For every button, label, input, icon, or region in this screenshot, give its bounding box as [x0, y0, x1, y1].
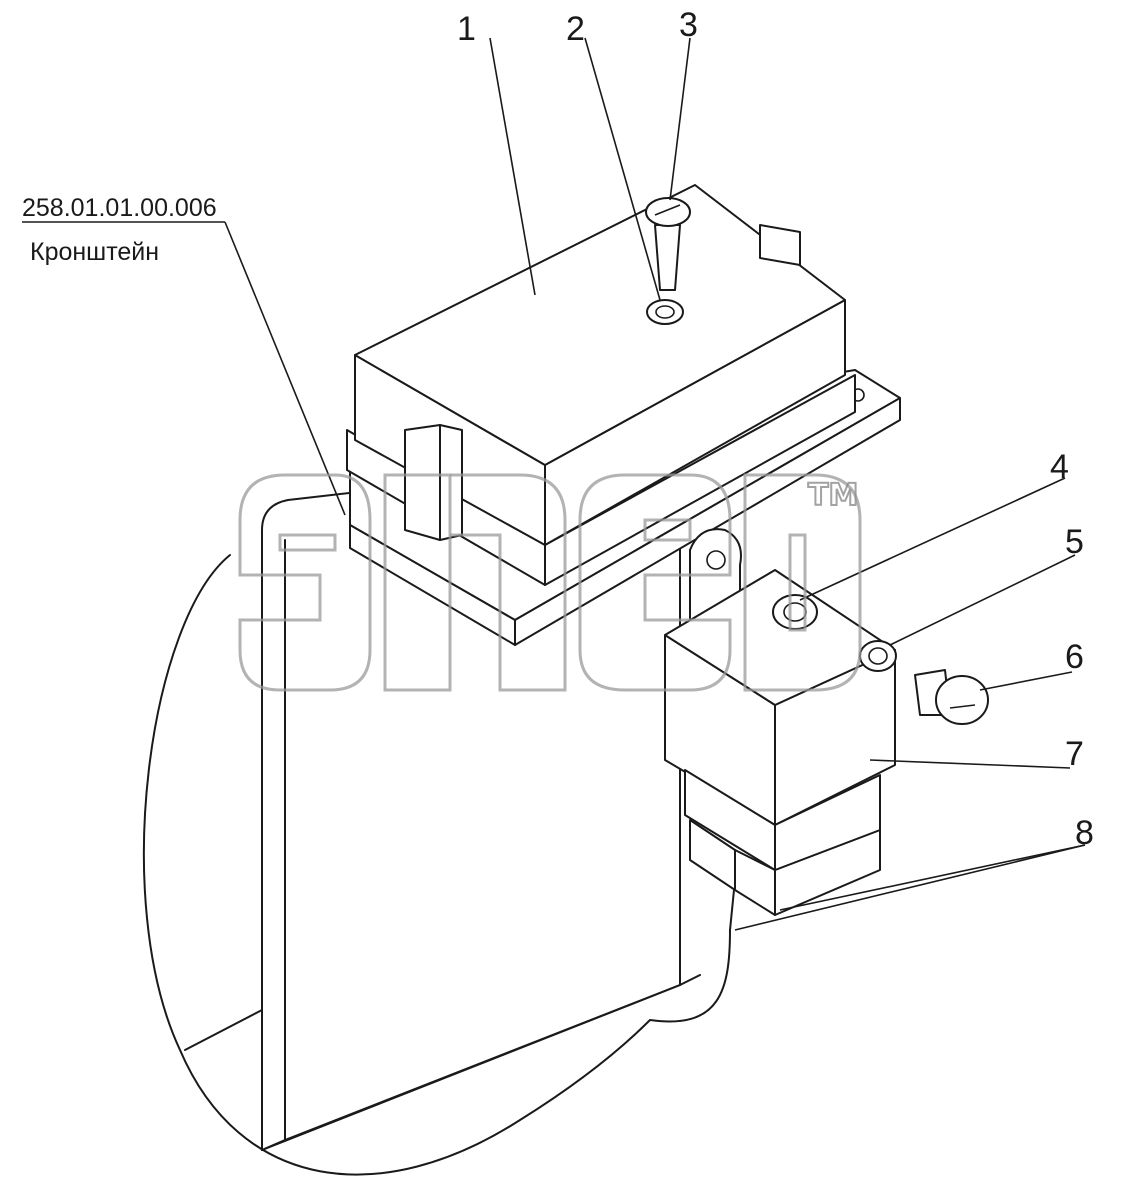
washer-4: [772, 594, 818, 630]
wire-loop: [142, 554, 736, 1176]
callout-4: 4: [1050, 448, 1069, 486]
screw-3: [645, 197, 691, 291]
callout-8: 8: [1075, 814, 1094, 852]
part-name-label: Кронштейн: [30, 238, 159, 266]
part-number-label: 258.01.01.00.006: [22, 194, 217, 222]
leader-lines: [22, 37, 1086, 931]
washer-2: [646, 299, 684, 325]
relay-7: [664, 569, 896, 916]
callout-7: 7: [1065, 735, 1084, 773]
callout-2: 2: [566, 10, 585, 48]
callout-1: 1: [457, 10, 476, 48]
fuse-block-1: [346, 184, 856, 586]
watermark-logo: TM: [238, 473, 862, 692]
callout-5: 5: [1065, 523, 1084, 561]
bracket-plate: [261, 454, 701, 1151]
callout-3: 3: [679, 6, 698, 44]
callout-6: 6: [1065, 638, 1084, 676]
screw-6: [914, 669, 989, 725]
watermark-trademark: TM: [808, 478, 858, 513]
